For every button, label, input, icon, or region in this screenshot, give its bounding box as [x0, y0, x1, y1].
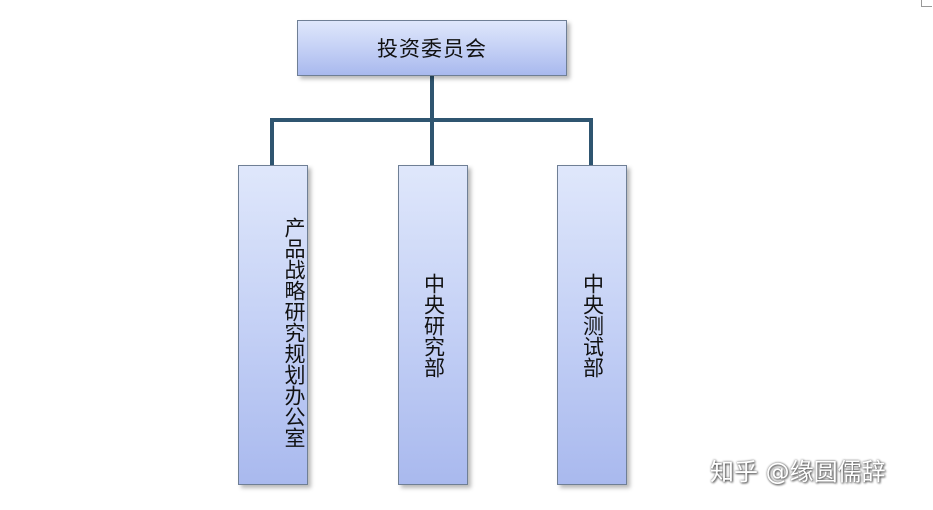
- child-node-label: 产品战略研究规划办公室: [282, 216, 306, 448]
- root-node-label: 投资委员会: [377, 37, 487, 61]
- child-node-label: 中央测试部: [580, 272, 605, 378]
- root-node-investment-committee: 投资委员会: [297, 20, 567, 76]
- watermark-text: 知乎 @缘圆儒辞: [710, 458, 886, 486]
- child-node-central-research: 中央研究部: [398, 165, 468, 485]
- corner-crop-mark: [921, 0, 932, 7]
- child-node-central-testing: 中央测试部: [557, 165, 627, 485]
- child-node-label: 中央研究部: [421, 272, 446, 378]
- child-node-strategy-office: 产品战略研究规划办公室: [238, 165, 308, 485]
